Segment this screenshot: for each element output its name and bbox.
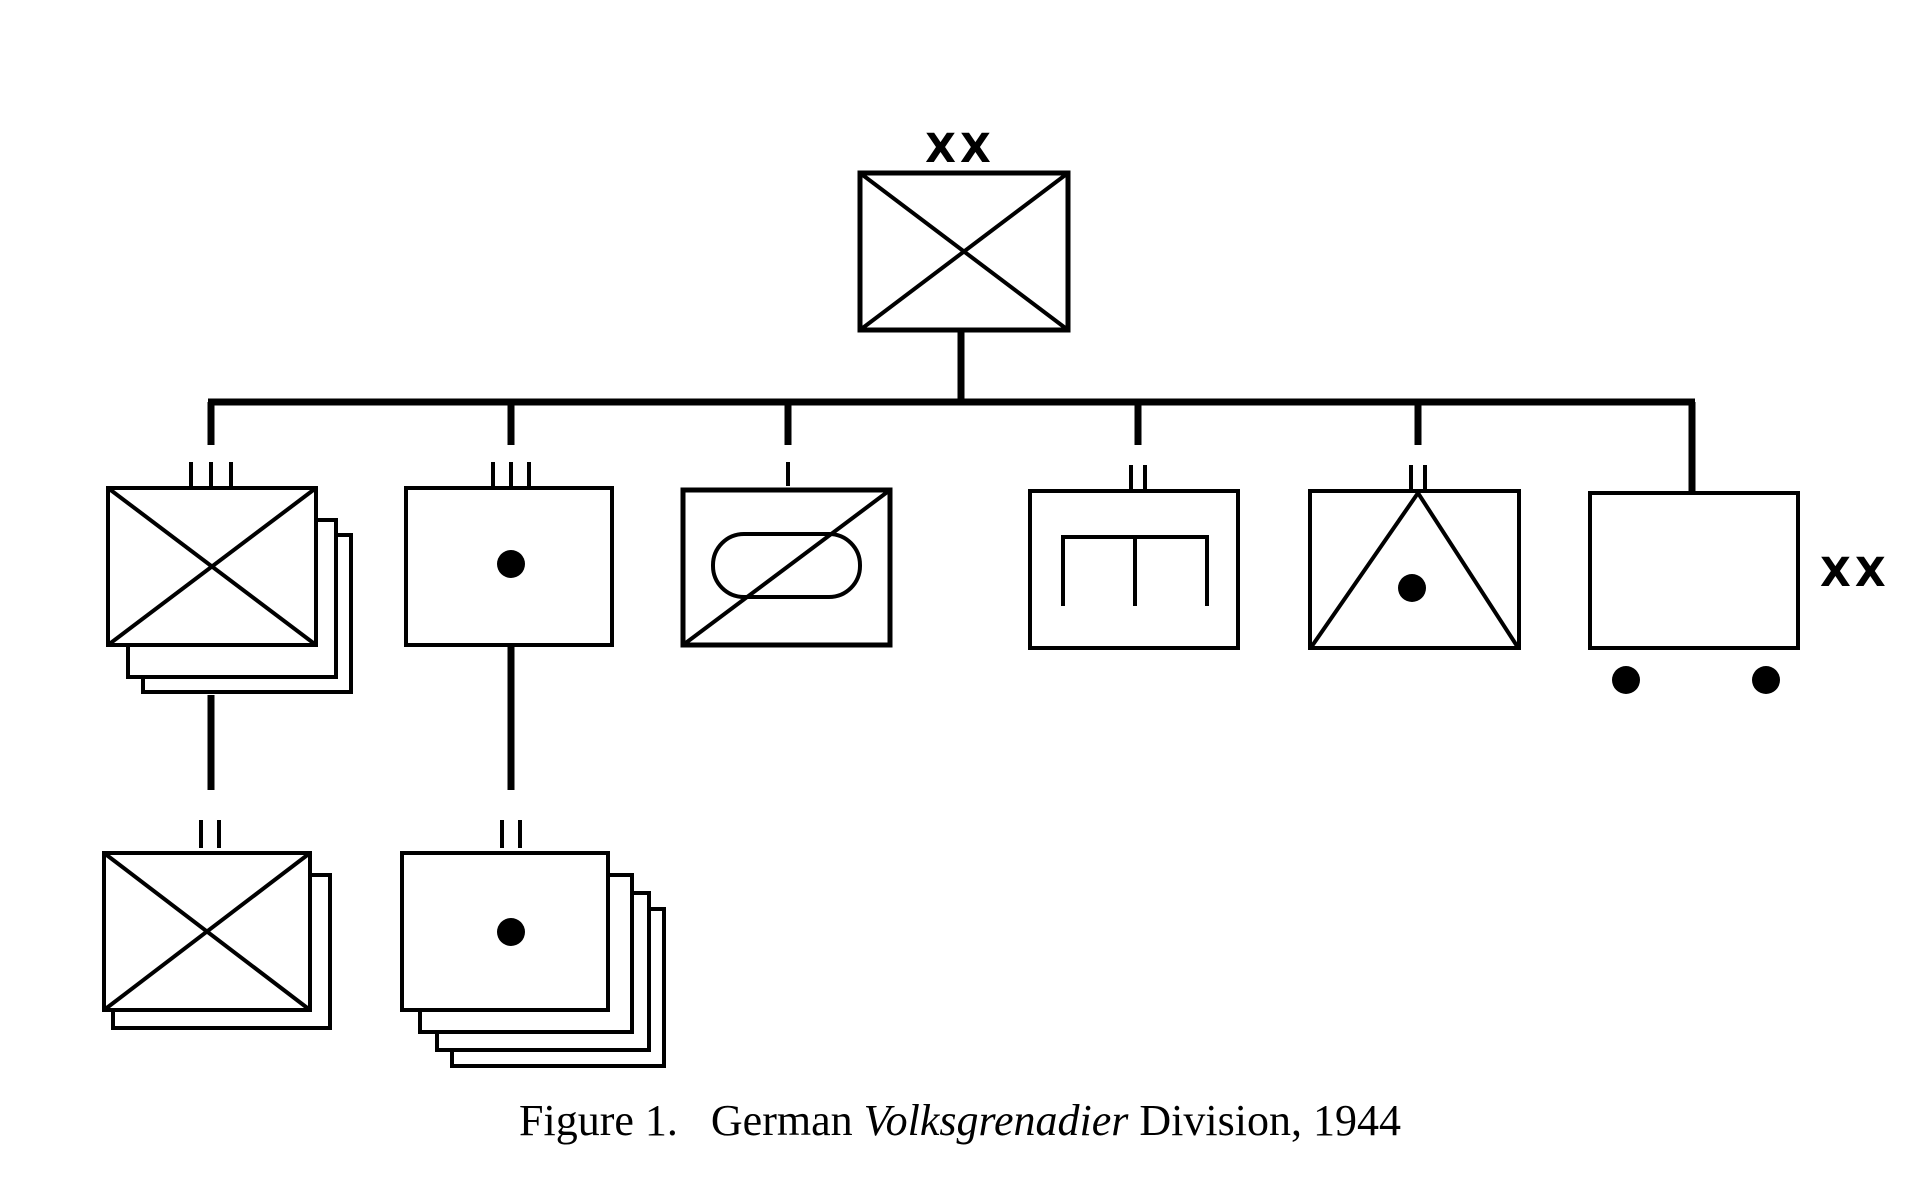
figure-caption: Figure 1. German Volksgrenadier Division…	[0, 1095, 1920, 1146]
battalion-size-marker	[1409, 465, 1427, 489]
supply-echelon-label: XX	[1820, 550, 1890, 596]
division-hq: XX	[857, 126, 1071, 333]
caption-prefix: Figure 1.	[519, 1096, 678, 1145]
battalion-size-marker	[500, 820, 522, 848]
caption-post-title: Division, 1944	[1128, 1096, 1401, 1145]
regiment-size-marker	[491, 462, 531, 486]
antitank-unit-symbol	[680, 462, 893, 648]
battalion-size-marker	[1129, 465, 1147, 489]
fusilier-battalion-symbol	[102, 820, 332, 1030]
supply-troops-symbol: XX	[1588, 491, 1890, 694]
battalion-size-marker	[199, 820, 221, 848]
division-echelon-label: XX	[925, 126, 995, 172]
signal-battalion-symbol	[1308, 465, 1521, 650]
regiment-size-marker	[189, 462, 233, 486]
connectors	[207, 330, 1696, 790]
caption-pre-title: German	[710, 1096, 864, 1145]
artillery-battalion-symbol	[400, 820, 666, 1068]
engineer-battalion-symbol	[1028, 465, 1240, 650]
caption-title: Volksgrenadier	[863, 1096, 1129, 1145]
artillery-regiment-symbol	[404, 462, 614, 647]
infantry-regiment-symbol	[106, 462, 353, 694]
